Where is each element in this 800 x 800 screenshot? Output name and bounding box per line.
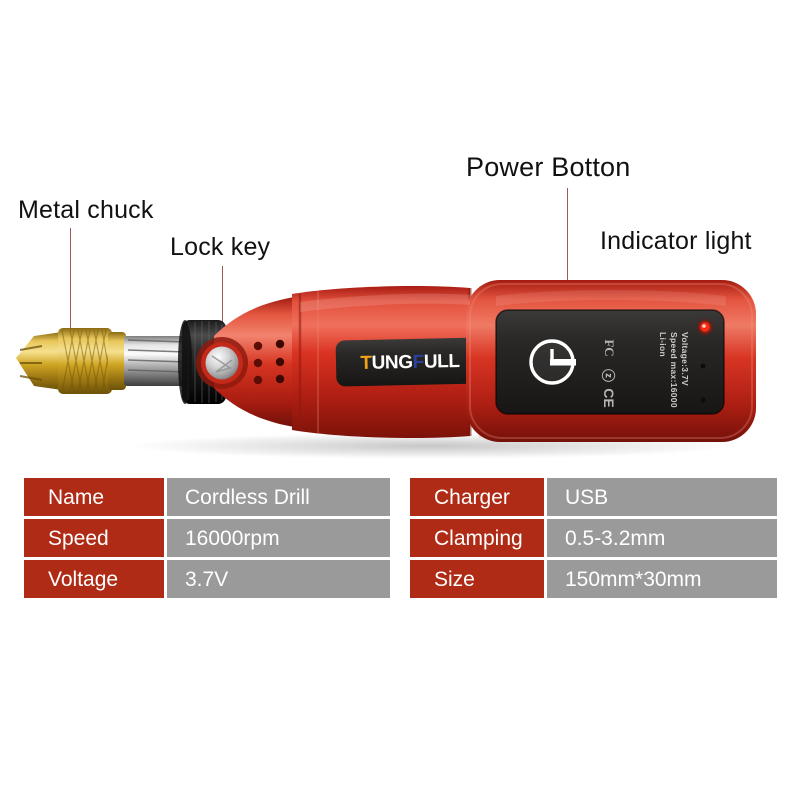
table-row-value: 0.5-3.2mm (547, 519, 777, 557)
table-row-key: Size (410, 560, 544, 598)
vent-holes (253, 339, 285, 385)
logo-plate (335, 337, 485, 387)
table-row-value: Cordless Drill (167, 478, 390, 516)
control-plate (496, 310, 724, 414)
table-row-value: 3.7V (167, 560, 390, 598)
table-row-key: Charger (410, 478, 544, 516)
table-row-key: Speed (24, 519, 164, 557)
leader-line-power-button (567, 188, 568, 358)
leader-line-metal-chuck (70, 228, 71, 362)
callout-label-power-button: Power Botton (466, 152, 631, 182)
leader-line-lock-key (222, 266, 223, 366)
indicator-light-led (696, 318, 714, 336)
power-button (529, 339, 576, 385)
lock-key-button (196, 337, 248, 389)
table-row-key: Clamping (410, 519, 544, 557)
spec-table-right: Charger USB Clamping 0.5-3.2mm Size 150m… (410, 478, 777, 598)
table-row-value: USB (547, 478, 777, 516)
callout-label-metal-chuck: Metal chuck (18, 196, 154, 224)
callout-label-indicator-light: Indicator light (600, 227, 752, 255)
table-row-key: Name (24, 478, 164, 516)
table-row-value: 16000rpm (167, 519, 390, 557)
metal-chuck-part (16, 320, 226, 404)
product-photo-cordless-drill (0, 250, 800, 465)
table-row-key: Voltage (24, 560, 164, 598)
table-row-value: 150mm*30mm (547, 560, 777, 598)
spec-table-left: Name Cordless Drill Speed 16000rpm Volta… (24, 478, 390, 598)
callout-label-lock-key: Lock key (170, 233, 271, 261)
